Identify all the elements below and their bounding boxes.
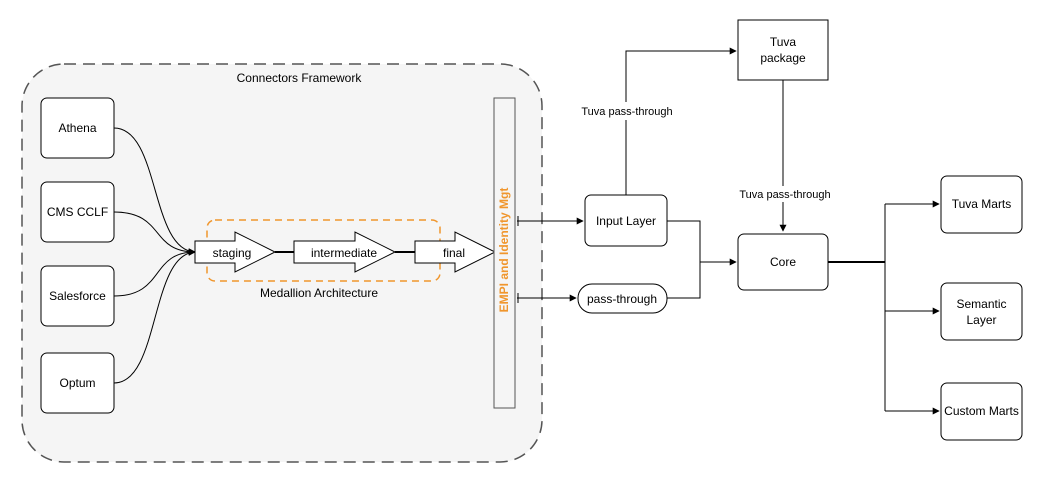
stage-intermediate[interactable]: intermediate [293, 231, 397, 273]
stage-staging[interactable]: staging [194, 231, 277, 273]
output-tuva-marts[interactable]: Tuva Marts [940, 175, 1023, 234]
source-salesforce-label: Salesforce [49, 289, 106, 303]
empi-identity-bar[interactable]: EMPI and Identity Mgt [493, 97, 516, 409]
pass-through-label: pass-through [587, 292, 657, 306]
stage-intermediate-label: intermediate [311, 246, 377, 260]
output-custom-marts[interactable]: Custom Marts [940, 382, 1023, 441]
edge-cms-staging [113, 211, 196, 256]
source-cms-cclf[interactable]: CMS CCLF [40, 181, 115, 243]
tuva-package-label-line1: Tuva [770, 35, 797, 49]
output-custom-marts-label: Custom Marts [944, 404, 1019, 418]
stage-final-label: final [443, 246, 465, 260]
core-node[interactable]: Core [737, 233, 829, 291]
tuva-package-node[interactable]: Tuva package [737, 19, 829, 81]
connectors-framework-title: Connectors Framework [237, 71, 363, 85]
edge-label-bg-core [735, 186, 833, 202]
output-tuva-marts-label: Tuva Marts [952, 197, 1012, 211]
source-optum[interactable]: Optum [40, 352, 115, 414]
medallion-boundary [206, 219, 441, 282]
edge-label-tuva-pass-through-top: Tuva pass-through [581, 106, 672, 118]
core-label: Core [770, 255, 796, 269]
connectors-framework-container [21, 63, 543, 463]
output-semantic-layer-line2: Layer [966, 313, 996, 327]
edge-input-layer-core [667, 220, 737, 266]
medallion-title: Medallion Architecture [260, 286, 378, 300]
tuva-package-label-line2: package [760, 51, 806, 65]
source-optum-label: Optum [59, 376, 95, 390]
pass-through-node[interactable]: pass-through [577, 283, 668, 314]
output-semantic-layer[interactable]: Semantic Layer [940, 282, 1023, 341]
edge-athena-staging [113, 127, 196, 256]
edge-optum-staging [113, 248, 196, 384]
edge-label-bg-top [578, 102, 678, 120]
source-salesforce[interactable]: Salesforce [40, 265, 115, 327]
edge-label-tuva-pass-through-core: Tuva pass-through [739, 189, 830, 201]
input-layer-label: Input Layer [596, 214, 656, 228]
output-semantic-layer-line1: Semantic [956, 297, 1006, 311]
source-athena-label: Athena [58, 121, 96, 135]
edge-pass-through-core [667, 262, 701, 299]
input-layer-node[interactable]: Input Layer [584, 194, 668, 247]
source-athena[interactable]: Athena [40, 97, 115, 159]
stage-staging-label: staging [213, 246, 252, 260]
empi-identity-label: EMPI and Identity Mgt [497, 188, 511, 313]
source-cms-cclf-label: CMS CCLF [47, 205, 108, 219]
edge-salesforce-staging [113, 248, 196, 297]
edge-input-to-tuva-package [625, 47, 737, 195]
stage-final[interactable]: final [414, 231, 497, 273]
